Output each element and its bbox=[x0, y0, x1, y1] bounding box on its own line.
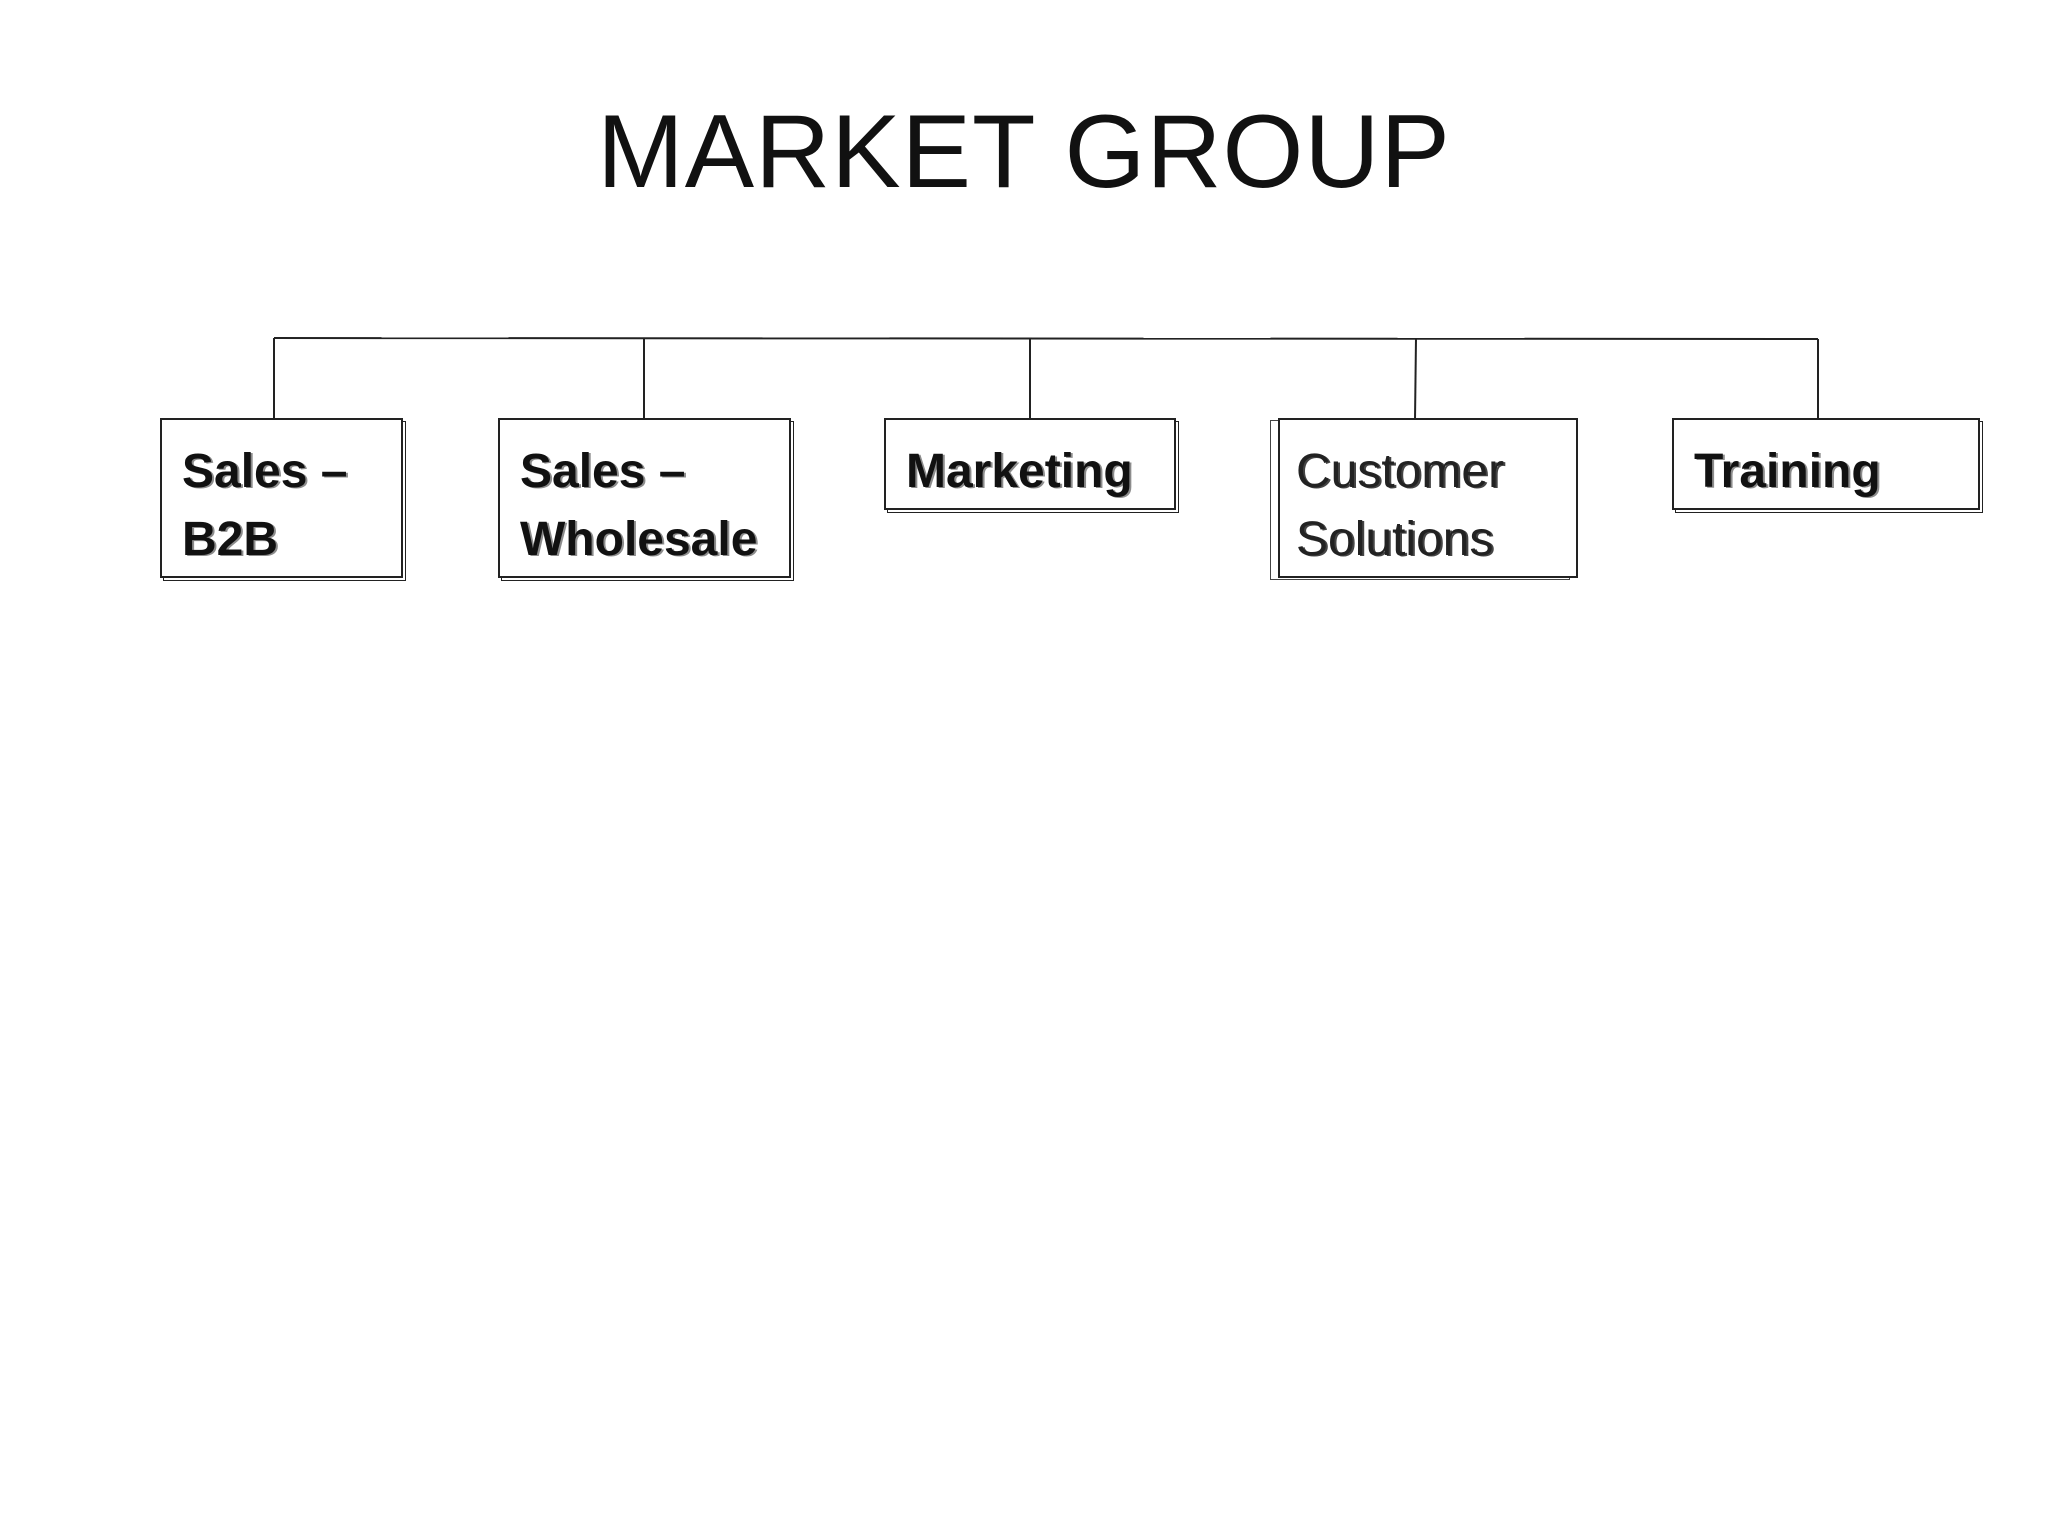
org-box-sales-wholesale: Sales – Wholesale bbox=[498, 418, 791, 578]
connector-bus bbox=[273, 337, 1819, 340]
org-box-training: Training bbox=[1672, 418, 1980, 510]
org-box-customer-solutions: Customer Solutions bbox=[1278, 418, 1578, 578]
org-box-label: Customer Solutions bbox=[1296, 445, 1505, 566]
page-title: MARKET GROUP bbox=[597, 94, 1451, 210]
org-box-label: Marketing bbox=[906, 445, 1133, 498]
connector-customer-solutions bbox=[1414, 337, 1417, 421]
org-box-sales-b2b: Sales – B2B bbox=[160, 418, 403, 578]
org-box-label: Sales – Wholesale bbox=[520, 445, 758, 566]
org-box-label: Training bbox=[1694, 445, 1881, 498]
org-box-marketing: Marketing bbox=[884, 418, 1176, 510]
org-box-label: Sales – B2B bbox=[182, 445, 348, 566]
